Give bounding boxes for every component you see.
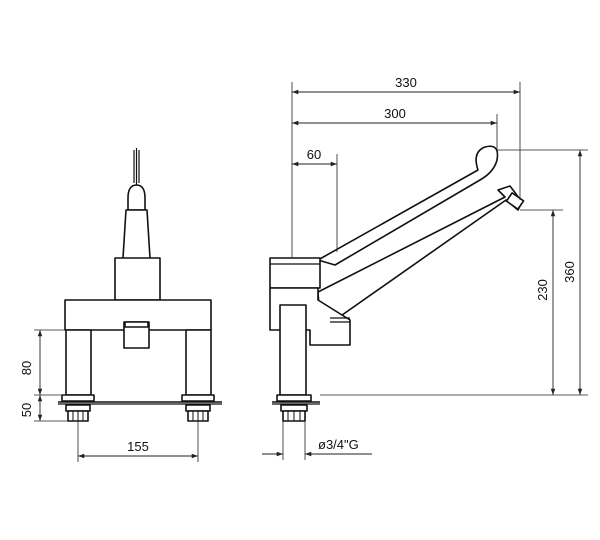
dim-80: 80 <box>19 329 66 396</box>
front-lever-top <box>127 148 146 211</box>
dim-thread-label: ø3/4"G <box>318 437 359 452</box>
front-collar <box>114 257 161 301</box>
side-aerator <box>505 192 525 210</box>
dim-80-label: 80 <box>19 361 34 375</box>
dim-155-label: 155 <box>127 439 149 454</box>
side-lever-arm <box>317 145 499 266</box>
dim-300-label: 300 <box>384 106 406 121</box>
dim-230-label: 230 <box>535 279 550 301</box>
front-view: 80 50 155 <box>19 148 222 462</box>
dim-230: 230 <box>535 210 556 395</box>
side-leg <box>279 304 307 396</box>
dim-300: 300 <box>292 106 497 126</box>
dim-60-label: 60 <box>307 147 321 162</box>
dim-155: 155 <box>77 421 199 462</box>
dim-330: 330 <box>292 75 520 95</box>
front-leg-right <box>185 329 212 396</box>
dim-50-label: 50 <box>19 403 34 417</box>
front-nut-right <box>181 394 215 422</box>
dim-50: 50 <box>19 395 68 422</box>
dim-360-label: 360 <box>562 261 577 283</box>
front-nut-left <box>61 394 95 422</box>
dim-thread: ø3/4"G <box>262 421 372 460</box>
side-head <box>269 257 321 289</box>
side-view: 330 300 60 360 230 ø3/4"G <box>262 75 588 460</box>
front-leg-left <box>65 329 92 396</box>
dim-330-label: 330 <box>395 75 417 90</box>
side-nut <box>276 394 312 422</box>
dim-60: 60 <box>292 147 337 167</box>
dim-360: 360 <box>562 150 583 395</box>
